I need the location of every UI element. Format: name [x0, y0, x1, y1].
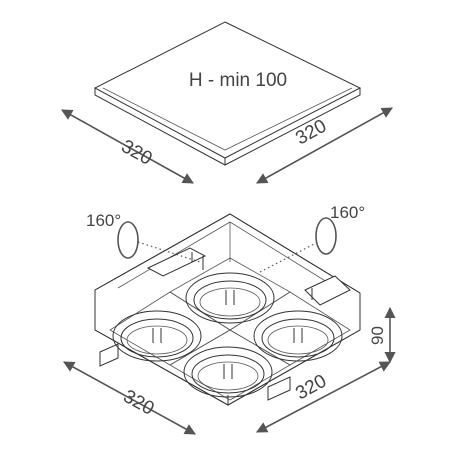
lamp-ring-right: [253, 310, 343, 362]
fixture-depth-label: 320: [292, 371, 330, 405]
rotation-indicator-right: [259, 217, 337, 273]
rotation-indicator-left: [117, 221, 201, 263]
cutout-width-label: 320: [118, 136, 156, 170]
cutout-width-arrow: [61, 109, 194, 184]
fixture-width-arrow: [63, 361, 196, 435]
cutout-plate: [93, 21, 362, 166]
fixture-depth-arrow: [256, 361, 391, 433]
cutout-depth-arrow: [256, 107, 393, 184]
retaining-clip-left: [99, 343, 119, 367]
fixture-width-label: 320: [120, 386, 158, 420]
lamp-ring-left: [112, 310, 202, 362]
rotation-angle-right: 160°: [330, 203, 365, 222]
mounting-spring-left: [146, 247, 207, 277]
cutout-min-height-label: H - min 100: [189, 70, 287, 91]
mounting-spring-right: [304, 275, 351, 306]
rotation-angle-left: 160°: [86, 211, 121, 230]
fixture-height-label: 90: [368, 326, 387, 345]
lamp-ring-top: [185, 272, 275, 324]
